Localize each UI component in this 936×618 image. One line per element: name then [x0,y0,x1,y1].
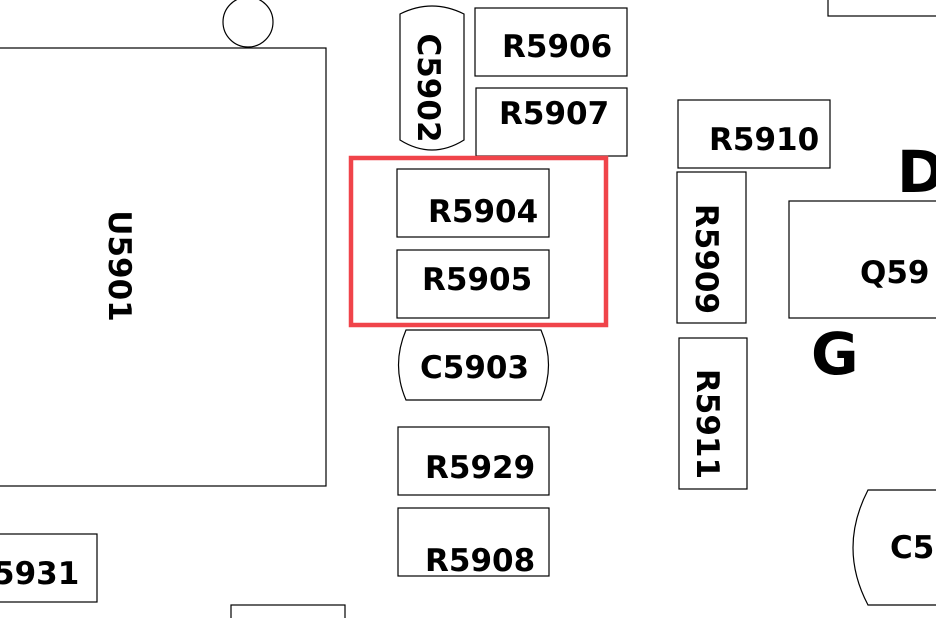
partial-component-top-right [827,0,936,17]
q59-label: Q59 [860,255,930,291]
u5901-label: U5901 [101,210,137,321]
component-c5903[interactable]: C5903 [397,329,550,401]
c5902-label: C5902 [410,33,446,142]
component-r5910[interactable]: R5910 [677,99,831,169]
r5929-outline [397,426,550,496]
r5911-outline [678,337,748,490]
c5902-outline [399,5,465,151]
r5931-label: 5931 [0,556,79,592]
r5908-label: R5908 [425,543,535,579]
c5-outline [852,489,936,606]
r5905-label: R5905 [422,262,532,298]
component-r5904[interactable]: R5904 [396,168,550,238]
r5905-outline [396,249,550,319]
r5907-label: R5907 [499,96,609,132]
component-q59[interactable]: Q59 [788,200,936,319]
r5906-outline [474,7,628,77]
c5903-outline [397,329,550,401]
r5906-label: R5906 [502,29,612,65]
r5910-label: R5910 [709,122,819,158]
q59-outline [788,200,936,319]
r5910-outline [677,99,831,169]
component-r5908[interactable]: R5908 [397,507,550,579]
r5911-label: R5911 [689,369,725,479]
component-c5902[interactable]: C5902 [399,5,465,151]
r5909-label: R5909 [688,204,724,314]
c5-label: C5 [890,530,934,566]
c5903-label: C5903 [420,350,529,386]
r5904-outline [396,168,550,238]
r5929-label: R5929 [425,450,535,486]
r5931-outline [0,533,98,603]
component-r5931-partial[interactable]: 5931 [0,533,98,603]
component-r5906[interactable]: R5906 [474,7,628,77]
highlight-box [348,155,609,328]
partial-component-bottom [230,604,346,618]
component-r5907[interactable]: R5907 [475,87,628,157]
component-u5901[interactable]: U5901 [0,47,327,487]
component-r5909[interactable]: R5909 [676,171,747,324]
component-c5-partial[interactable]: C5 [852,489,936,606]
r5908-outline [397,507,550,577]
r5904-label: R5904 [428,194,538,230]
component-r5929[interactable]: R5929 [397,426,550,496]
mounting-hole [222,0,274,48]
component-r5905[interactable]: R5905 [396,249,550,319]
u5901-outline [0,47,327,487]
drain-pin-label: D [897,138,936,206]
gate-pin-label: G [811,320,859,388]
r5909-outline [676,171,747,324]
component-r5911[interactable]: R5911 [678,337,748,490]
